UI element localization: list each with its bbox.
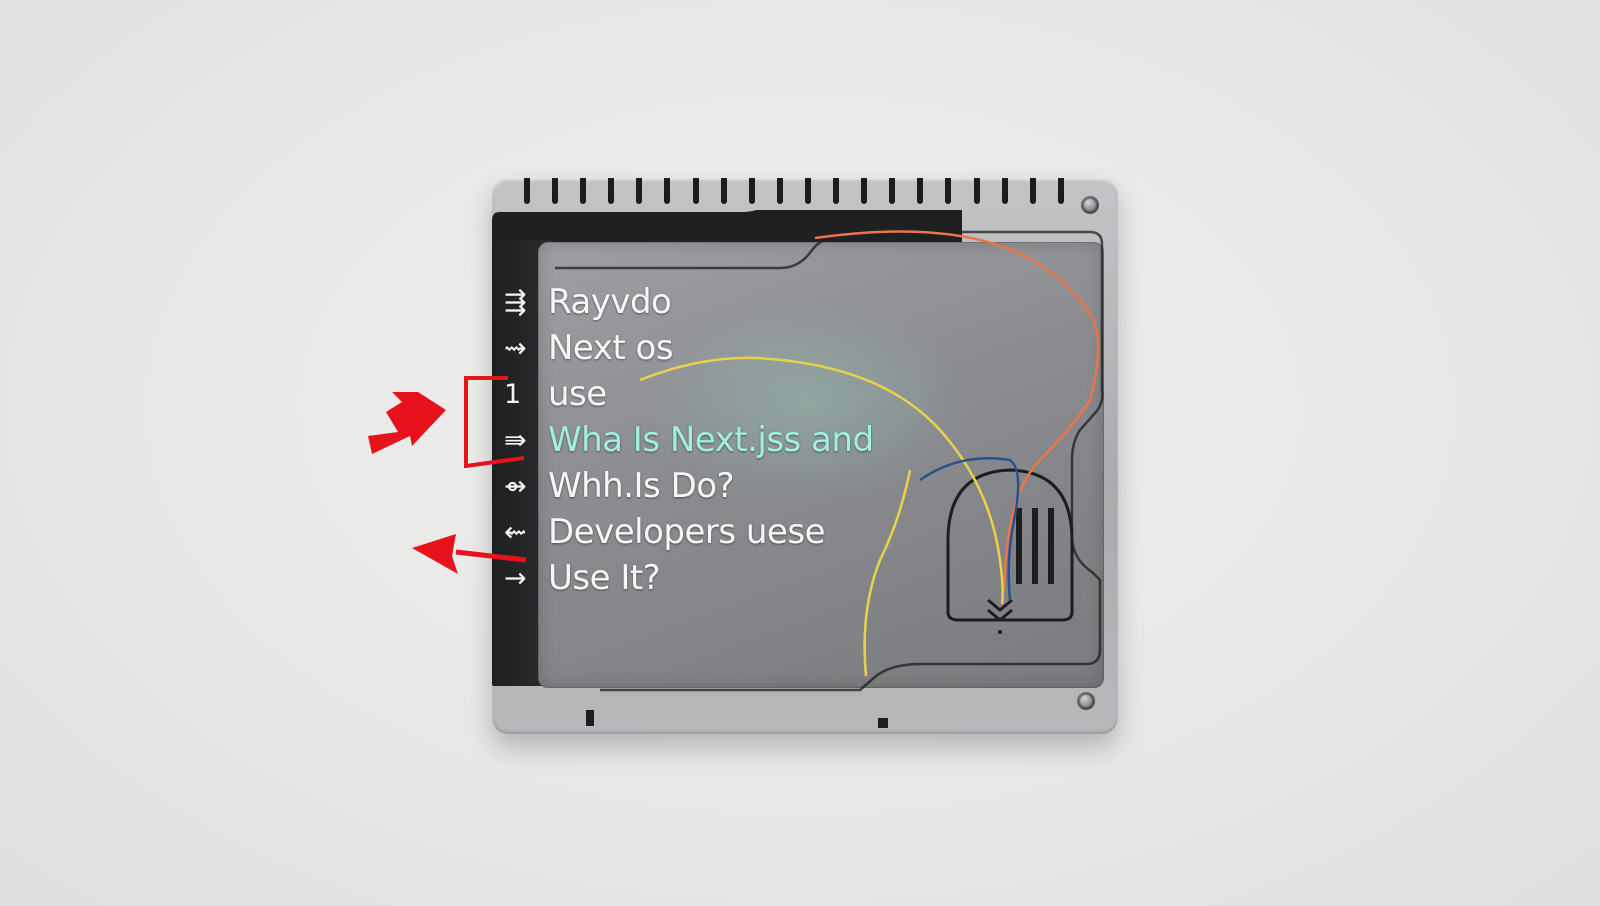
menu-item-label: Developers uese xyxy=(548,512,825,552)
screw-icon xyxy=(1077,692,1095,710)
screw-icon xyxy=(1081,196,1099,214)
right-arrow-icon: → xyxy=(504,562,527,594)
menu-item-label: Next os xyxy=(548,328,674,368)
double-arrow-icon: ⇛ xyxy=(504,424,527,456)
menu-item-label: Whh.Is Do? xyxy=(548,466,735,506)
menu-item-what-is-nextjs[interactable]: ⇛ Wha Is Next.jss and xyxy=(504,417,924,463)
menu-item-rayvdo[interactable]: ⇶ Rayvdo xyxy=(504,279,924,325)
menu-item-developers[interactable]: ⇜ Developers uese xyxy=(504,509,924,555)
menu-item-use-it[interactable]: → Use It? xyxy=(504,555,924,601)
triple-arrow-icon: ⇶ xyxy=(504,286,527,318)
squiggle-arrow-icon: ⇝ xyxy=(504,332,527,364)
arrow-icon xyxy=(412,534,458,574)
number-one-icon: 1 xyxy=(504,378,522,410)
menu-item-label: Wha Is Next.jss and xyxy=(548,420,874,460)
menu-item-what-is-do[interactable]: ⇴ Whh.Is Do? xyxy=(504,463,924,509)
screen-menu: ⇶ Rayvdo ⇝ Next os 1 use ⇛ Wha Is Next.j… xyxy=(504,279,924,601)
squiggle-arrow-icon: ⇜ xyxy=(504,516,527,548)
curved-arrow-icon: ⇴ xyxy=(504,470,527,502)
menu-item-use[interactable]: 1 use xyxy=(504,371,924,417)
bottom-slot xyxy=(878,718,888,728)
top-vents xyxy=(524,178,1064,208)
menu-item-label: use xyxy=(548,374,607,414)
menu-item-next-os[interactable]: ⇝ Next os xyxy=(504,325,924,371)
bottom-slot xyxy=(586,710,594,726)
arrow-icon xyxy=(368,392,446,454)
menu-item-label: Use It? xyxy=(548,558,661,598)
menu-item-label: Rayvdo xyxy=(548,282,672,322)
